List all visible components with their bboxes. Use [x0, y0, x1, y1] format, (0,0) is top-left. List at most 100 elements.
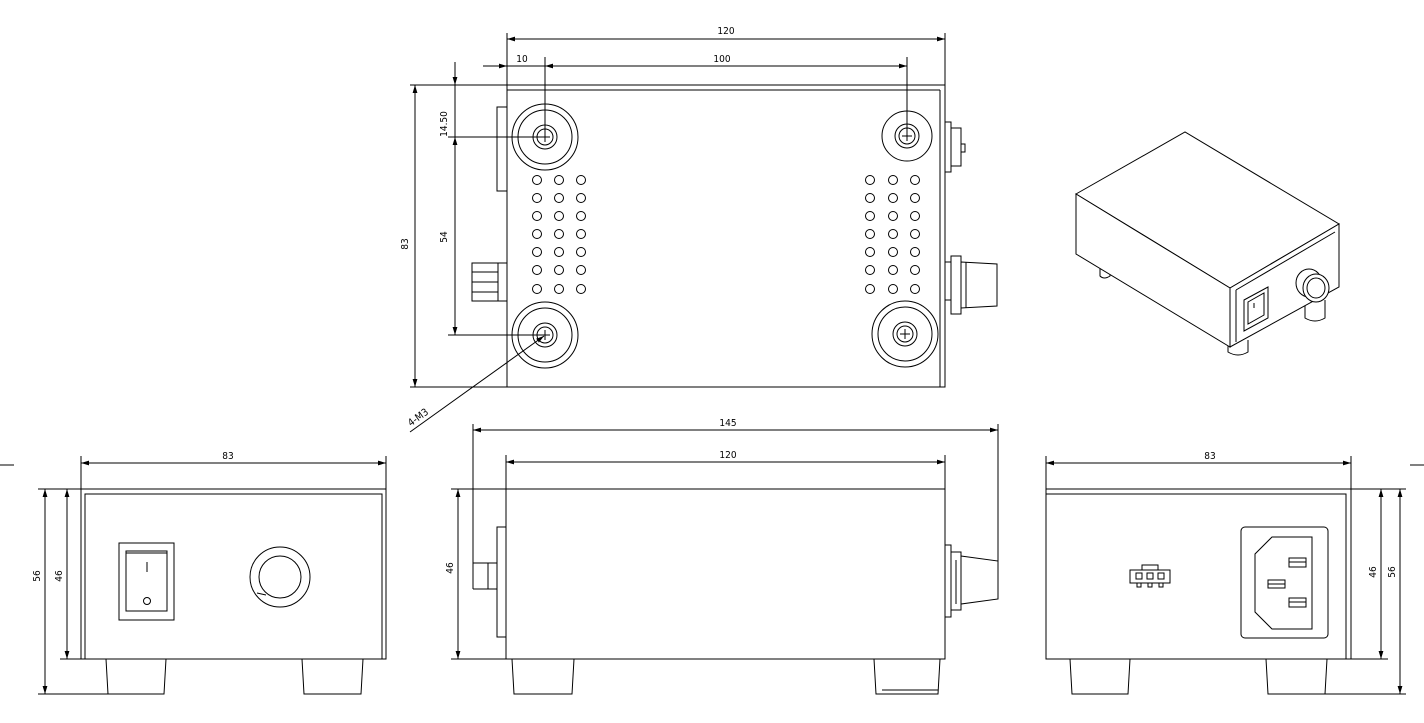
dim-side-body-length: 120	[505, 450, 946, 489]
vent-hole	[576, 175, 586, 185]
dim-side-body-height-label: 46	[445, 562, 456, 574]
vent-hole	[576, 193, 586, 203]
vent-hole	[532, 175, 542, 185]
vent-hole	[910, 229, 920, 239]
vent-holes-right	[865, 175, 920, 294]
iso-rocker-switch	[1243, 286, 1269, 332]
dim-rear-total-height-label: 56	[1387, 566, 1398, 578]
vent-hole	[888, 265, 898, 275]
iso-foot-front-left	[1227, 340, 1249, 356]
vent-hole	[865, 193, 875, 203]
dim-front-heights: 56 46	[32, 488, 108, 695]
iso-knob	[1295, 268, 1330, 303]
vent-hole	[865, 211, 875, 221]
vent-hole	[576, 247, 586, 257]
front-rocker-switch	[118, 542, 175, 621]
vent-hole	[532, 229, 542, 239]
vent-hole	[865, 175, 875, 185]
dim-side-total-length: 145	[472, 418, 999, 563]
vent-hole	[910, 211, 920, 221]
dim-front-width: 83	[80, 451, 387, 489]
dim-top-hole-spacing-y-label: 54	[439, 231, 450, 243]
rear-view-foot-left	[1069, 658, 1131, 695]
vent-hole	[532, 284, 542, 294]
side-view-body	[505, 488, 946, 660]
side-view-foot-right	[873, 658, 941, 695]
iso-foot-front-right	[1304, 300, 1326, 322]
top-view-foot-bottom-right	[871, 300, 939, 368]
dim-top-depth-label: 83	[400, 238, 411, 249]
dim-top-hole-spacing-y: 14.50 54	[439, 62, 545, 336]
vent-hole	[532, 193, 542, 203]
dim-front-body-height-label: 46	[54, 570, 65, 582]
front-view-foot-right	[301, 658, 364, 695]
side-view-foot-left	[511, 658, 575, 695]
vent-hole	[888, 193, 898, 203]
top-view-knob-right	[944, 255, 998, 315]
dim-side-body-length-label: 120	[719, 450, 736, 461]
vent-hole	[554, 211, 564, 221]
dim-front-width-label: 83	[222, 451, 233, 462]
dim-rear-width: 83	[1045, 451, 1352, 489]
vent-hole	[910, 284, 920, 294]
vent-hole	[888, 175, 898, 185]
vent-hole	[910, 247, 920, 257]
isometric-view	[1075, 131, 1340, 356]
dim-top-hole-offset-label: 14.50	[439, 111, 450, 137]
dim-rear-body-height-label: 46	[1368, 566, 1379, 578]
iso-foot-back	[1099, 262, 1111, 279]
dim-top-edge-offset-label: 10	[516, 54, 528, 65]
dim-top-overall-width: 120	[506, 26, 946, 85]
vent-hole	[576, 265, 586, 275]
screw-callout-leader: 4-M3	[406, 335, 545, 433]
rear-view: 83 46 56	[1045, 451, 1406, 695]
front-view-foot-left	[105, 658, 167, 695]
vent-hole	[554, 247, 564, 257]
vent-hole	[576, 211, 586, 221]
vent-holes-left	[532, 175, 586, 294]
vent-hole	[888, 247, 898, 257]
dim-top-hole-spacing: 10 100	[483, 54, 908, 137]
dim-rear-width-label: 83	[1204, 451, 1215, 462]
rear-view-foot-right	[1265, 658, 1328, 695]
vent-hole	[554, 229, 564, 239]
rear-view-body	[1045, 488, 1352, 660]
top-view-switch-right	[944, 121, 966, 173]
front-view-body	[80, 488, 387, 660]
vent-hole	[910, 265, 920, 275]
top-view-body	[506, 84, 946, 388]
vent-hole	[554, 193, 564, 203]
top-view-left-tab	[496, 106, 508, 192]
vent-hole	[888, 211, 898, 221]
dim-top-overall-width-label: 120	[717, 26, 734, 37]
vent-hole	[865, 284, 875, 294]
dim-front-total-height-label: 56	[32, 570, 43, 582]
side-view: 145 120 46	[445, 418, 999, 695]
vent-hole	[888, 229, 898, 239]
top-view-connector-left	[471, 262, 508, 302]
dim-top-hole-spacing-x-label: 100	[713, 54, 730, 65]
vent-hole	[910, 193, 920, 203]
vent-hole	[532, 211, 542, 221]
front-view: 83 56 46	[32, 451, 387, 695]
vent-hole	[554, 175, 564, 185]
dim-side-body-height: 46	[445, 488, 506, 660]
vent-hole	[865, 247, 875, 257]
rear-small-connector	[1129, 564, 1171, 588]
dim-top-depth: 83	[400, 84, 507, 388]
vent-hole	[532, 265, 542, 275]
front-knob	[249, 546, 311, 608]
side-view-right-knob	[944, 544, 999, 618]
dim-rear-heights: 46 56	[1325, 488, 1406, 695]
vent-hole	[576, 229, 586, 239]
vent-hole	[865, 265, 875, 275]
vent-hole	[910, 175, 920, 185]
side-view-left-parts	[472, 526, 507, 638]
vent-hole	[865, 229, 875, 239]
top-view: 120 10 100 83 14.50 54	[400, 26, 998, 433]
rear-iec-power-inlet	[1240, 526, 1329, 639]
vent-hole	[554, 284, 564, 294]
vent-hole	[554, 265, 564, 275]
vent-hole	[888, 284, 898, 294]
